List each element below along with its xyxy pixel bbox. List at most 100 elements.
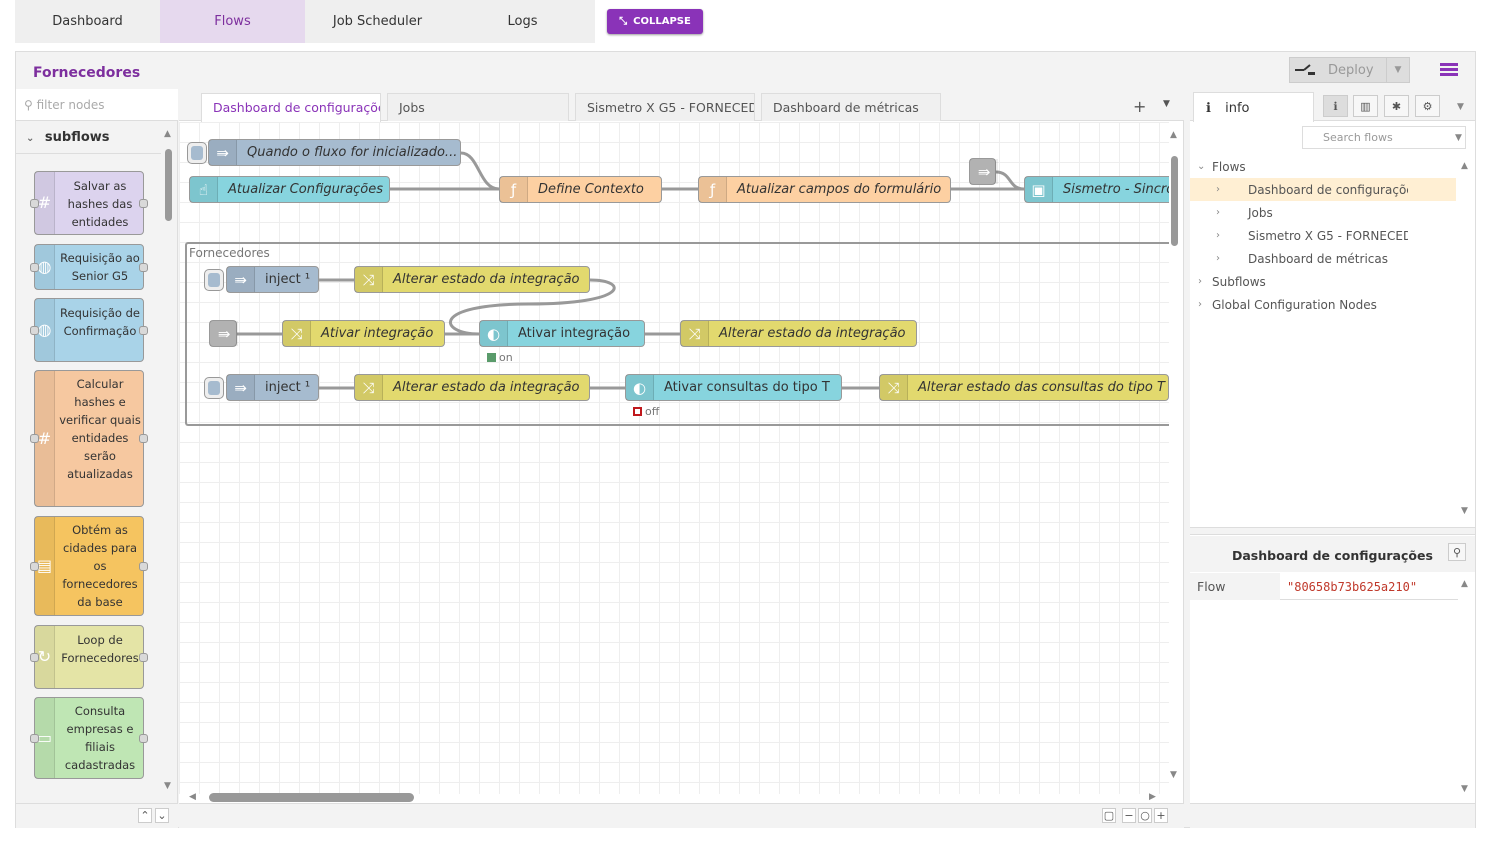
tab-sismetro[interactable]: Sismetro X G5 - FORNECEDORES [575, 93, 755, 121]
palette-node[interactable]: ◍ Requisição ao Senior G5 [30, 244, 148, 290]
scroll-down-icon[interactable]: ▼ [1461, 506, 1468, 516]
inject-trigger-button[interactable] [187, 142, 207, 164]
main-menu-icon[interactable] [1440, 63, 1458, 77]
input-port[interactable] [30, 562, 39, 571]
output-port[interactable] [139, 199, 148, 208]
tree-item-flow[interactable]: › Jobs [1216, 205, 1273, 220]
tab-jobs[interactable]: Jobs [387, 93, 569, 121]
tab-dashboard-metricas[interactable]: Dashboard de métricas [761, 93, 941, 121]
flow-node-link-in[interactable]: ⇛ [969, 158, 998, 185]
scroll-up-icon[interactable]: ▲ [164, 129, 171, 139]
scroll-right-icon[interactable]: ▶ [1149, 792, 1156, 802]
zoom-in-icon[interactable]: + [1154, 808, 1168, 823]
palette-node[interactable]: ◍ Requisição de Confirmação [30, 298, 148, 362]
input-port[interactable] [30, 326, 39, 335]
palette-node[interactable]: ▤ Obtém as cidades para os fornecedores … [30, 516, 148, 616]
flow-node-change[interactable]: ⤨ Ativar integração [282, 320, 445, 347]
tab-list-dropdown-icon[interactable]: ▼ [1163, 99, 1170, 109]
workspace: Dashboard de configurações Jobs Sismetro… [179, 89, 1184, 828]
input-port[interactable] [30, 653, 39, 662]
canvas-vscroll-thumb[interactable] [1171, 156, 1178, 246]
flow-node-inject[interactable]: ⇛ inject ¹ [226, 266, 319, 293]
zoom-out-icon[interactable]: − [1122, 808, 1136, 823]
input-port[interactable] [30, 734, 39, 743]
flow-node-link-in[interactable]: ⇛ Quando o fluxo for inicializado... ¹ [208, 139, 461, 166]
flow-node-change[interactable]: ⤨ Alterar estado da integração [354, 374, 590, 401]
tab-job-scheduler[interactable]: Job Scheduler [332, 14, 423, 29]
palette-search-input[interactable]: ⚲ filter nodes [16, 89, 178, 121]
tab-flows[interactable]: Flows [160, 0, 305, 43]
tree-item-flow[interactable]: › Sismetro X G5 - FORNECEDORES [1216, 228, 1408, 243]
zoom-reset-icon[interactable]: ○ [1138, 808, 1152, 823]
scroll-up-icon[interactable]: ▲ [1461, 161, 1468, 171]
collapse-button[interactable]: ⤡ COLLAPSE [607, 9, 703, 34]
flow-node-ui-switch[interactable]: ◐ Ativar consultas do tipo T [625, 374, 842, 401]
tree-item-flow[interactable]: › Dashboard de métricas [1216, 251, 1388, 266]
navigator-icon[interactable]: ▢ [1102, 808, 1116, 823]
chevron-right-icon: › [1216, 253, 1220, 264]
add-tab-icon[interactable]: + [1133, 97, 1147, 116]
tab-dashboard-configuracoes[interactable]: Dashboard de configurações [201, 93, 381, 122]
chevron-down-icon[interactable]: ▼ [1455, 133, 1462, 143]
output-port[interactable] [139, 326, 148, 335]
palette-node[interactable]: ▭ Consulta empresas e filiais cadastrada… [30, 697, 148, 779]
sidebar-tab-info[interactable]: ℹ info [1193, 92, 1314, 122]
output-port[interactable] [139, 562, 148, 571]
book-icon[interactable]: ▥ [1353, 95, 1378, 117]
gear-icon[interactable]: ⚙ [1415, 95, 1440, 117]
flow-node-ui-button[interactable]: ☝ Atualizar Configurações [189, 176, 390, 203]
output-port[interactable] [139, 653, 148, 662]
flow-node-function[interactable]: ƒ Atualizar campos do formulário [698, 176, 951, 203]
palette-node[interactable]: ↻ Loop de Fornecedores [30, 625, 148, 689]
flow-node-ui-form[interactable]: ▣ Sismetro - Sincronização [1024, 176, 1169, 203]
tree-item-flow[interactable]: › Dashboard de configurações [1190, 178, 1456, 201]
palette-node[interactable]: # Salvar as hashes das entidades [30, 171, 148, 235]
scroll-up-icon[interactable]: ▲ [1461, 579, 1468, 589]
input-port[interactable] [30, 199, 39, 208]
palette-scroll-thumb[interactable] [165, 149, 172, 221]
flow-canvas[interactable]: ⇛ Quando o fluxo for inicializado... ¹ ☝… [179, 122, 1169, 794]
flow-node-inject[interactable]: ⇛ inject ¹ [226, 374, 319, 401]
search-flows-input[interactable]: Search flows ▼ [1302, 126, 1466, 149]
output-port[interactable] [139, 263, 148, 272]
group-fornecedores[interactable] [185, 242, 1169, 426]
chevron-down-icon[interactable]: ▼ [1457, 102, 1464, 112]
props-value[interactable]: "80658b73b625a210" [1287, 580, 1418, 594]
palette-node[interactable]: # Calcular hashes e verificar quais enti… [30, 370, 148, 507]
tree-item-subflows[interactable]: › Subflows [1198, 274, 1266, 289]
status-dot [633, 407, 642, 416]
palette-scrollbar[interactable]: ▲ ▼ [164, 129, 172, 791]
shuffle-icon: ⤨ [283, 321, 311, 346]
collapse-all-icon[interactable]: ⌃ [138, 808, 152, 823]
tab-dashboard[interactable]: Dashboard [52, 14, 123, 29]
deploy-button[interactable]: Deploy ▼ [1289, 57, 1410, 83]
output-port[interactable] [139, 734, 148, 743]
expand-all-icon[interactable]: ⌄ [155, 808, 169, 823]
sidebar-splitter[interactable] [1190, 527, 1475, 535]
input-port[interactable] [30, 263, 39, 272]
inject-trigger-button[interactable] [204, 269, 224, 291]
search-icon[interactable]: ⚲ [1448, 543, 1466, 561]
tab-logs[interactable]: Logs [507, 14, 538, 29]
input-port[interactable] [30, 434, 39, 443]
flow-node-change[interactable]: ⤨ Alterar estado das consultas do tipo T [879, 374, 1169, 401]
inject-trigger-button[interactable] [204, 377, 224, 399]
palette-category-subflows[interactable]: ⌄ subflows [16, 122, 161, 154]
scroll-up-icon[interactable]: ▲ [1170, 130, 1177, 140]
bug-icon[interactable]: ✱ [1384, 95, 1409, 117]
deploy-dropdown-icon[interactable]: ▼ [1394, 65, 1402, 75]
scroll-down-icon[interactable]: ▼ [1461, 784, 1468, 794]
flow-node-change[interactable]: ⤨ Alterar estado da integração [680, 320, 917, 347]
flow-node-change[interactable]: ⤨ Alterar estado da integração [354, 266, 590, 293]
flow-node-ui-switch[interactable]: ◐ Ativar integração [479, 320, 645, 347]
output-port[interactable] [139, 434, 148, 443]
scroll-down-icon[interactable]: ▼ [1170, 770, 1177, 780]
scroll-left-icon[interactable]: ◀ [189, 792, 196, 802]
canvas-hscroll-thumb[interactable] [209, 793, 414, 802]
info-icon[interactable]: ℹ [1323, 95, 1348, 117]
flow-node-link-in[interactable]: ⇛ [209, 320, 238, 347]
flow-node-function[interactable]: ƒ Define Contexto [499, 176, 662, 203]
scroll-down-icon[interactable]: ▼ [164, 781, 171, 791]
tree-item-global-config[interactable]: › Global Configuration Nodes [1198, 297, 1377, 312]
tree-item-flows[interactable]: ⌄ Flows [1197, 159, 1246, 174]
